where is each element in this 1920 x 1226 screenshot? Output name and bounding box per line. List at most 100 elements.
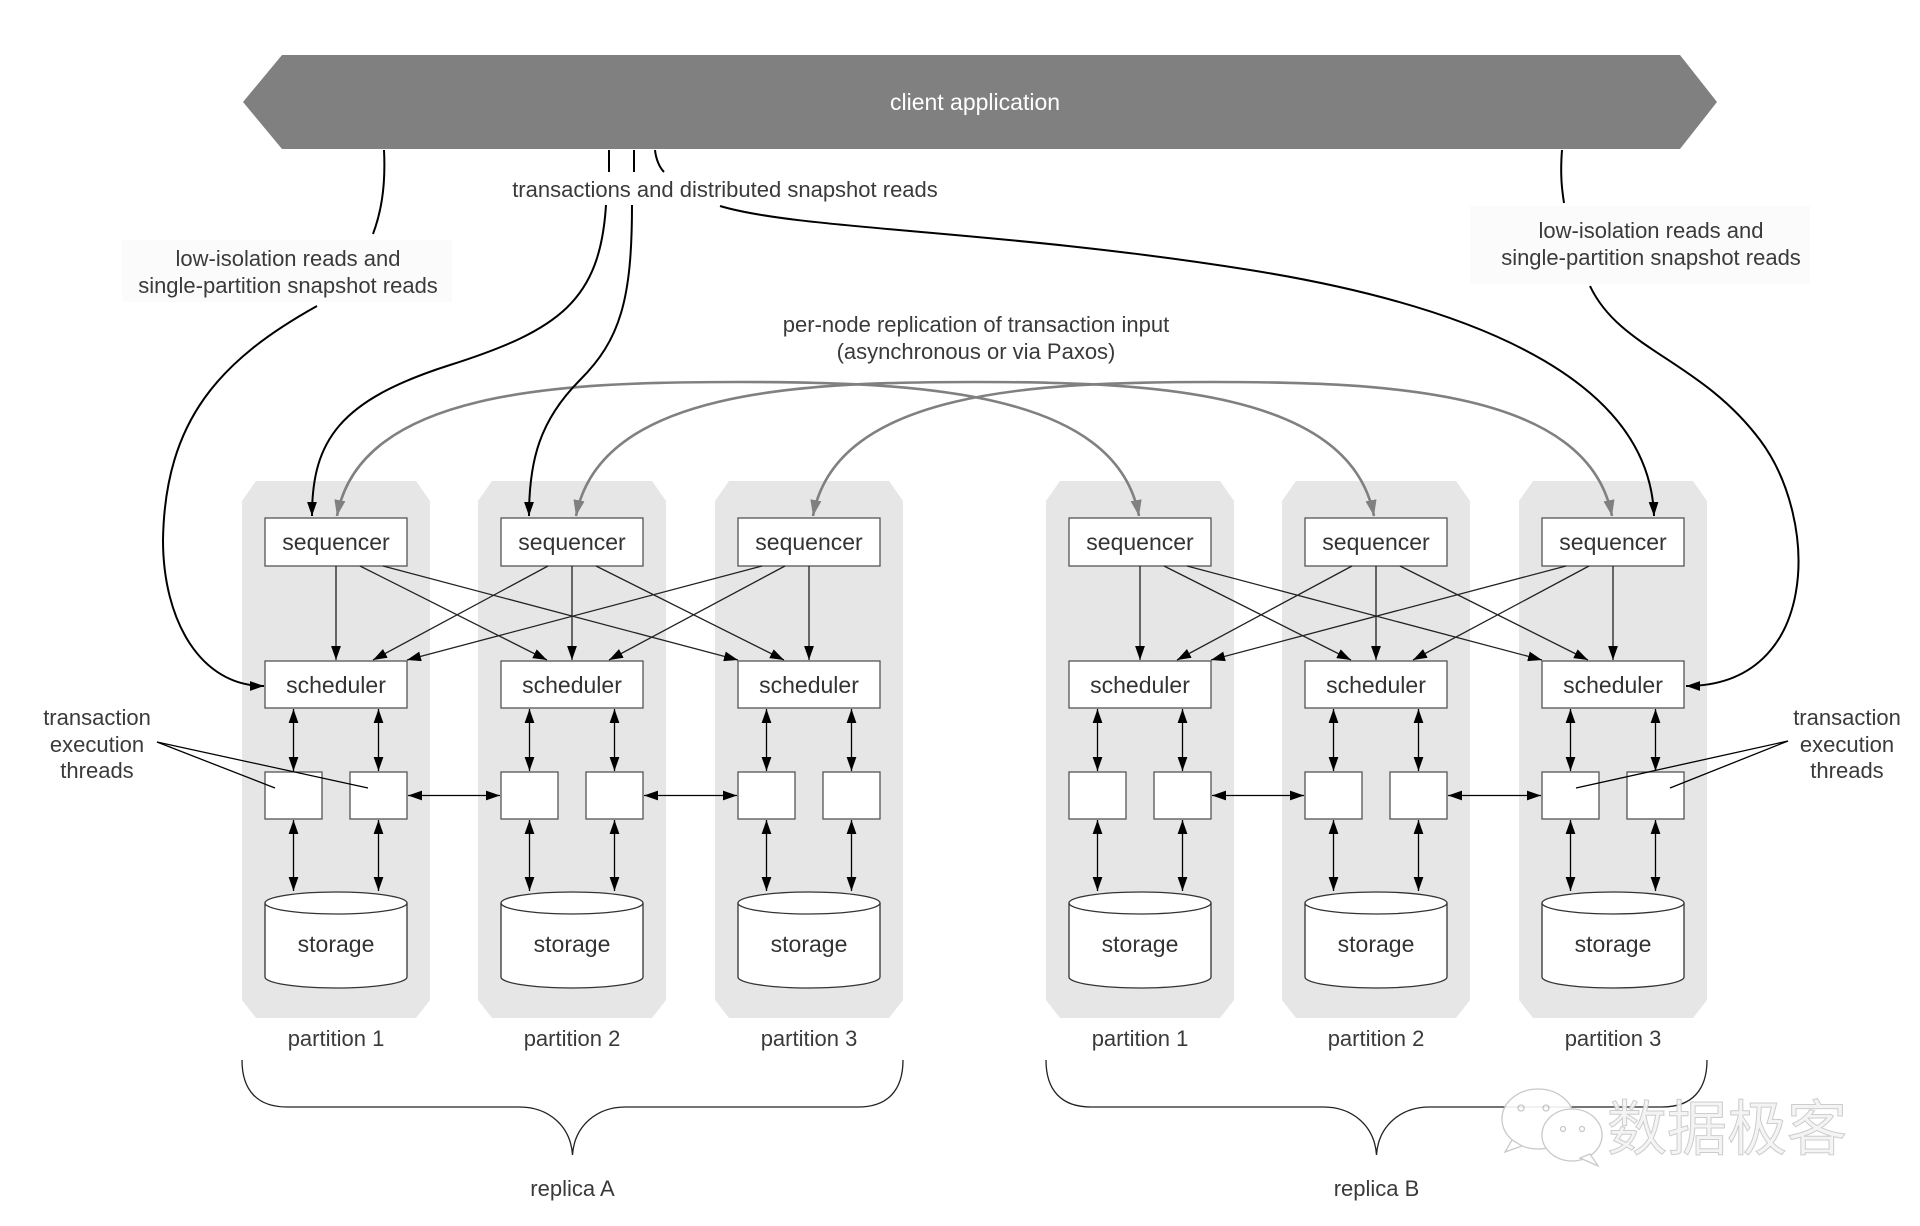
sequencer-label: sequencer (1322, 529, 1430, 555)
replica-b-label: replica B (1334, 1176, 1420, 1201)
low-isolation-label-right-line-1: low-isolation reads and (1538, 218, 1763, 243)
partition-b3: sequencer scheduler storage (1519, 481, 1707, 1018)
watermark-text: 数据极客 (1607, 1095, 1847, 1165)
storage-label: storage (771, 931, 848, 957)
storage-label: storage (1575, 931, 1652, 957)
client-request-curves (161, 149, 1800, 691)
sequencer-3-to-scheduler-1-arrow (406, 565, 763, 662)
sequencer-box (264, 517, 408, 567)
scheduler-box (264, 660, 408, 709)
sequencer-label: sequencer (282, 529, 390, 555)
watermark: 数据极客 (1501, 1088, 1848, 1168)
sequencer-label: sequencer (1559, 529, 1667, 555)
thread-pointer-lines (156, 740, 1789, 789)
low-isolation-label-right-line-2: single-partition snapshot reads (1501, 245, 1801, 270)
low-isolation-label-left-line-1: low-isolation reads and (175, 246, 400, 271)
replication-label-line-1: per-node replication of transaction inpu… (783, 312, 1169, 337)
partition-label: partition 3 (1565, 1026, 1662, 1051)
low-isolation-curve-left-lower (161, 305, 318, 691)
transaction-curve-a1-lower (307, 204, 607, 517)
scheduler-box (737, 660, 881, 709)
flow-arrows (288, 565, 1661, 891)
scheduler-label: scheduler (1563, 672, 1663, 698)
sequencer-box (500, 517, 644, 567)
thread-pointer-left-1 (156, 741, 276, 789)
sequencer-1-to-scheduler-2-arrow (1163, 565, 1352, 661)
storage-cylinder: storage (1541, 891, 1685, 989)
wechat-icon (1501, 1088, 1603, 1168)
sequencer-2-to-scheduler-1-arrow (1176, 565, 1353, 661)
thread-pointer-right-2 (1669, 740, 1789, 789)
scheduler-box (1068, 660, 1212, 709)
replica-a-label: replica A (530, 1176, 615, 1201)
thread-pointer-left-2 (156, 741, 369, 789)
sequencer-box (737, 517, 881, 567)
execution-thread-box (349, 771, 408, 820)
execution-thread-box (264, 771, 323, 820)
low-isolation-curve-left-upper (372, 149, 386, 235)
replica-a-brace (241, 1059, 904, 1156)
replica-braces: replica A replica B (241, 1059, 1708, 1201)
scheduler-label: scheduler (759, 672, 859, 698)
threads-label-left-line-2: execution (50, 732, 144, 757)
partition-a2: sequencer scheduler storage (478, 481, 666, 1018)
partition-label: partition 2 (524, 1026, 621, 1051)
low-isolation-curve-right-upper (1560, 149, 1565, 204)
transaction-curve-b3-lower (719, 205, 1659, 517)
annotations: transactions and distributed snapshot re… (43, 174, 1901, 783)
threads-label-right-line-1: transaction (1793, 705, 1901, 730)
partition-label: partition 2 (1328, 1026, 1425, 1051)
execution-thread-box (1541, 771, 1600, 820)
client-application: client application (243, 55, 1717, 149)
scheduler-box (1304, 660, 1448, 709)
partition-b2: sequencer scheduler storage (1282, 481, 1470, 1018)
execution-thread-box (1304, 771, 1363, 820)
partition-a1: sequencer scheduler storage (242, 481, 430, 1018)
storage-cylinder: storage (1068, 891, 1212, 989)
sequencer-3-to-scheduler-1-arrow (1210, 565, 1567, 662)
low-isolation-label-left-line-2: single-partition snapshot reads (138, 273, 438, 298)
threads-label-left-line-3: threads (60, 758, 133, 783)
storage-cylinder: storage (737, 891, 881, 989)
transaction-curve-b3 (654, 149, 665, 173)
partition-label: partition 1 (1092, 1026, 1189, 1051)
execution-thread-box (1153, 771, 1212, 820)
transactions-label: transactions and distributed snapshot re… (512, 177, 938, 202)
sequencer-label: sequencer (755, 529, 863, 555)
scheduler-label: scheduler (286, 672, 386, 698)
scheduler-box (1541, 660, 1685, 709)
replication-arc-partition-2 (573, 380, 1377, 517)
replication-arc-partition-1 (334, 380, 1142, 517)
execution-thread-box (737, 771, 796, 820)
scheduler-label: scheduler (1326, 672, 1426, 698)
sequencer-3-to-scheduler-2-arrow (608, 565, 786, 661)
storage-label: storage (298, 931, 375, 957)
sequencer-1-to-scheduler-3-arrow (382, 565, 739, 662)
replica-b-brace (1045, 1059, 1708, 1156)
execution-thread-box (585, 771, 644, 820)
storage-label: storage (1102, 931, 1179, 957)
threads-label-right-line-2: execution (1800, 732, 1894, 757)
sequencer-1-to-scheduler-3-arrow (1186, 565, 1543, 662)
execution-thread-box (500, 771, 559, 820)
replication-label-line-2: (asynchronous or via Paxos) (837, 339, 1116, 364)
execution-thread-box (1389, 771, 1448, 820)
sequencer-label: sequencer (1086, 529, 1194, 555)
storage-label: storage (1338, 931, 1415, 957)
storage-label: storage (534, 931, 611, 957)
sequencer-2-to-scheduler-3-arrow (1399, 565, 1589, 661)
replication-arcs (334, 380, 1615, 517)
partition-label: partition 1 (288, 1026, 385, 1051)
client-application-label: client application (890, 89, 1060, 115)
thread-pointer-right-1 (1575, 740, 1789, 789)
sequencer-2-to-scheduler-1-arrow (372, 565, 549, 661)
storage-cylinder: storage (500, 891, 644, 989)
partition-a3: sequencer scheduler storage (715, 481, 903, 1018)
scheduler-label: scheduler (522, 672, 622, 698)
sequencer-label: sequencer (518, 529, 626, 555)
transaction-curve-a2-lower (524, 204, 633, 517)
execution-thread-box (1626, 771, 1685, 820)
sequencer-box (1304, 517, 1448, 567)
